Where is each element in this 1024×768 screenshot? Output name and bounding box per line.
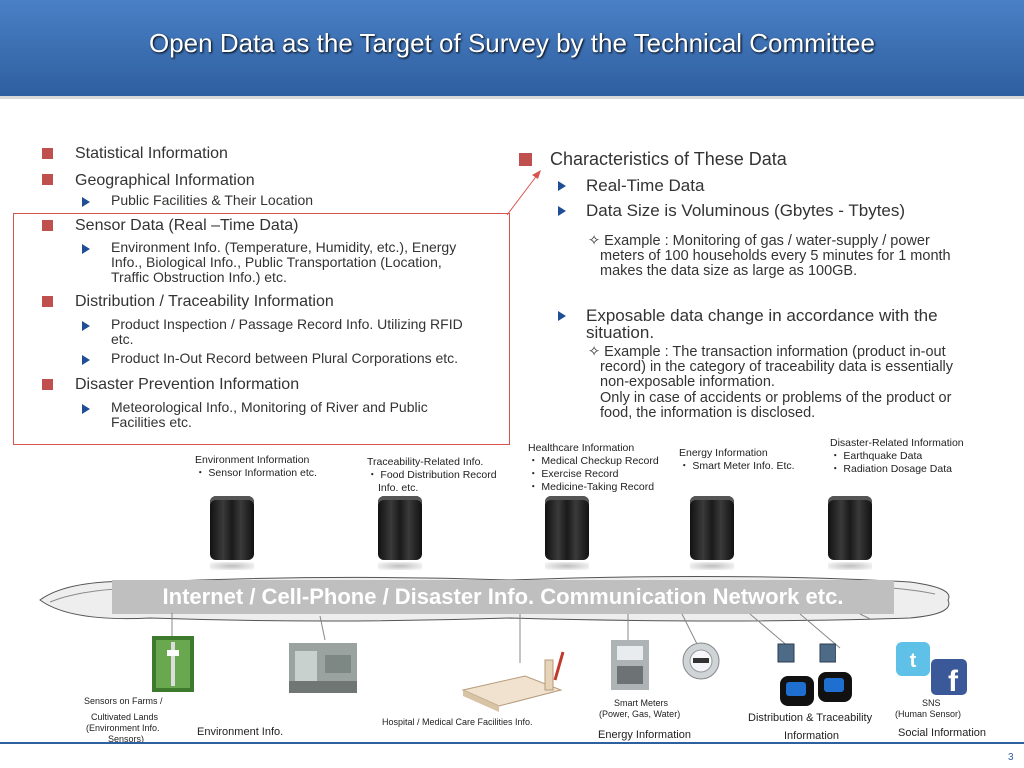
distribution-subitem2: Product In-Out Record between Plural Cor… xyxy=(111,350,459,366)
smart-meter-icon xyxy=(611,640,649,690)
bullet-square xyxy=(42,148,53,159)
server-label-healthcare-item3: ・ Medicine-Taking Record xyxy=(528,481,655,493)
network-label: Internet / Cell-Phone / Disaster Info. C… xyxy=(112,580,894,614)
disaster-subitem-line1: Meteorological Info., Monitoring of Rive… xyxy=(111,399,428,415)
example1-line2: meters of 100 households every 5 minutes… xyxy=(600,248,951,264)
exposable-line2: situation. xyxy=(586,323,655,342)
bullet-triangle-icon xyxy=(558,311,566,321)
hospital-label: Hospital / Medical Care Facilities Info. xyxy=(382,717,533,727)
bullet-triangle-icon xyxy=(558,181,566,191)
geographical-subitem: Public Facilities & Their Location xyxy=(111,192,314,208)
bullet-square xyxy=(42,220,53,231)
sensor-subitem-line3: Traffic Obstruction Info.) etc. xyxy=(111,269,287,285)
bullet-square xyxy=(42,296,53,307)
farm-sensor-icon xyxy=(152,636,194,692)
bullet-triangle-icon xyxy=(82,404,90,414)
bullet-square xyxy=(42,379,53,390)
social-info-label: Social Information xyxy=(898,727,987,739)
distribution-subitem1-line2: etc. xyxy=(111,331,134,347)
slide-title: Open Data as the Target of Survey by the… xyxy=(149,28,875,58)
power-meter-icon xyxy=(682,642,720,680)
realtime-item: Real-Time Data xyxy=(586,176,705,195)
example1-line1: ✧ Example : Monitoring of gas / water-su… xyxy=(588,233,930,249)
datasize-item: Data Size is Voluminous (Gbytes - Tbytes… xyxy=(586,201,906,220)
bullet-triangle-icon xyxy=(82,321,90,331)
example2-line4: Only in case of accidents or problems of… xyxy=(600,390,952,406)
server-label-energy-title: Energy Information xyxy=(679,447,768,459)
svg-text:f: f xyxy=(948,665,959,695)
sensor-item: Sensor Data (Real –Time Data) xyxy=(75,217,299,234)
example2-line5: food, the information is disclosed. xyxy=(600,405,816,421)
smart-meters-sublabel: (Power, Gas, Water) xyxy=(599,709,681,719)
exposable-line1: Exposable data change in accordance with… xyxy=(586,306,938,325)
example2-line1: ✧ Example : The transaction information … xyxy=(588,344,946,360)
arrow-connector xyxy=(506,170,541,216)
server-label-environment-title: Environment Information xyxy=(195,454,310,466)
server-icon xyxy=(210,496,254,570)
server-label-healthcare-item2: ・ Exercise Record xyxy=(528,468,619,480)
server-icon xyxy=(828,496,872,570)
farm-label-line1: Sensors on Farms / xyxy=(84,696,163,706)
farm-label-line4: Sensors) xyxy=(108,734,145,744)
bullet-triangle-icon xyxy=(82,355,90,365)
server-label-energy-item: ・ Smart Meter Info. Etc. xyxy=(679,460,795,472)
server-label-disaster-title: Disaster-Related Information xyxy=(830,437,964,449)
distribution-label-line2: Information xyxy=(784,730,840,742)
disaster-item: Disaster Prevention Information xyxy=(75,376,300,393)
svg-text:t: t xyxy=(910,650,917,672)
environment-room-icon xyxy=(289,643,357,693)
example2-line3: non-exposable information. xyxy=(600,374,775,390)
server-label-disaster-item1: ・ Earthquake Data xyxy=(830,450,923,462)
bullet-square xyxy=(519,153,532,166)
farm-label-line3: (Environment Info. xyxy=(86,723,160,733)
statistical-item: Statistical Information xyxy=(75,145,228,162)
distribution-item: Distribution / Traceability Information xyxy=(75,293,334,310)
server-label-healthcare-item1: ・ Medical Checkup Record xyxy=(528,455,659,467)
server-label-traceability-item: ・ Food Distribution Record xyxy=(367,469,497,481)
bullet-square xyxy=(42,174,53,185)
hospital-bed-icon xyxy=(461,651,565,712)
sensor-subitem-line2: Info., Biological Info., Public Transpor… xyxy=(111,254,442,270)
facebook-icon: f xyxy=(931,659,967,695)
bullet-triangle-icon xyxy=(558,206,566,216)
connection-lines xyxy=(171,613,870,663)
rfid-reader-icon xyxy=(780,672,852,706)
distribution-subitem1-line1: Product Inspection / Passage Record Info… xyxy=(111,316,463,332)
title-bar xyxy=(0,0,1024,99)
rfid-tags-icon xyxy=(777,643,836,663)
footer-line xyxy=(0,742,1024,744)
example2-line2: record) in the category of traceability … xyxy=(600,359,954,375)
server-icon xyxy=(378,496,422,570)
geographical-item: Geographical Information xyxy=(75,172,255,189)
server-label-traceability-title: Traceability-Related Info. xyxy=(367,456,484,468)
twitter-icon: t xyxy=(896,642,930,676)
bullet-triangle-icon xyxy=(82,244,90,254)
environment-info-label: Environment Info. xyxy=(197,726,284,738)
server-label-disaster-item2: ・ Radiation Dosage Data xyxy=(830,463,952,475)
energy-info-label: Energy Information xyxy=(598,729,691,741)
server-icon xyxy=(690,496,734,570)
sns-sublabel: (Human Sensor) xyxy=(895,709,962,719)
server-icon xyxy=(545,496,589,570)
farm-label-line2: Cultivated Lands xyxy=(91,712,159,722)
distribution-label-line1: Distribution & Traceability xyxy=(748,712,873,724)
smart-meters-label: Smart Meters xyxy=(614,698,669,708)
server-label-environment-item: ・ Sensor Information etc. xyxy=(195,467,317,479)
page-number: 3 xyxy=(1008,752,1014,763)
characteristics-heading: Characteristics of These Data xyxy=(550,149,787,169)
server-label-healthcare-title: Healthcare Information xyxy=(528,442,635,454)
bullet-triangle-icon xyxy=(82,197,90,207)
example1-line3: makes the data size as large as 100GB. xyxy=(600,263,858,279)
sensor-subitem-line1: Environment Info. (Temperature, Humidity… xyxy=(111,239,457,255)
highlight-box xyxy=(13,213,510,445)
server-label-traceability-item2: Info. etc. xyxy=(378,482,419,494)
disaster-subitem-line2: Facilities etc. xyxy=(111,414,192,430)
sns-label: SNS xyxy=(922,698,941,708)
